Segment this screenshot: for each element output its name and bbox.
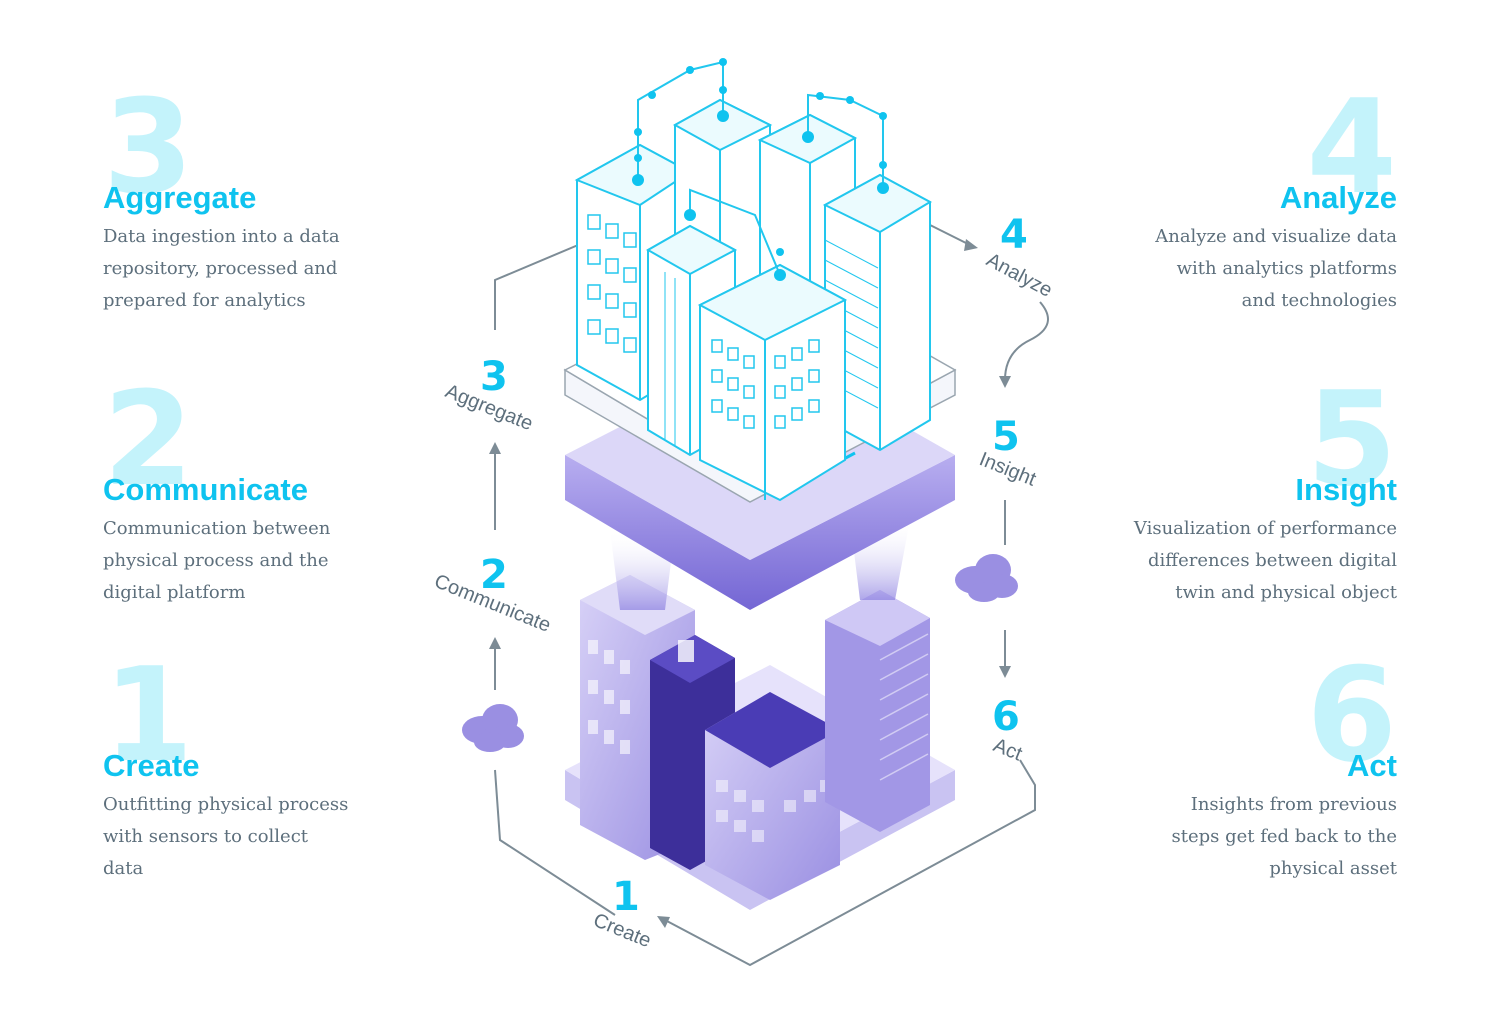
loop-segment [494, 239, 591, 330]
step-create: 1 Create Outfitting physical process wit… [103, 650, 403, 885]
desc-line: Visualization of performance [1133, 518, 1397, 539]
step-title: Insight [1295, 472, 1397, 507]
physical-building [705, 692, 840, 900]
step-aggregate: 3 Aggregate Data ingestion into a data r… [103, 82, 403, 317]
cycle-number-4: 4 [1000, 212, 1028, 258]
cycle-number-3: 3 [480, 354, 508, 400]
arrow-up-icon [489, 637, 501, 649]
desc-line: Insights from previous [1190, 794, 1397, 815]
loop-segment [494, 769, 616, 916]
step-description: Outfitting physical process with sensors… [103, 789, 403, 885]
arrow-left-icon [657, 916, 670, 928]
step-description: Analyze and visualize data with analytic… [1097, 221, 1397, 317]
desc-line: twin and physical object [1175, 582, 1397, 603]
step-act: 6 Act Insights from previous steps get f… [1097, 650, 1397, 885]
desc-line: Outfitting physical process [103, 794, 349, 815]
arrow-down-icon [999, 376, 1011, 388]
desc-line: Analyze and visualize data [1155, 226, 1397, 247]
desc-line: steps get fed back to the [1171, 826, 1397, 847]
physical-building [825, 590, 930, 832]
cloud-icon [462, 704, 524, 752]
desc-line: data [103, 858, 144, 879]
step-title: Aggregate [103, 180, 257, 215]
desc-line: Data ingestion into a data [103, 226, 340, 247]
desc-line: physical process and the [103, 550, 329, 571]
desc-line: Communication between [103, 518, 331, 539]
step-description: Visualization of performance differences… [1097, 513, 1397, 609]
step-analyze: 4 Analyze Analyze and visualize data wit… [1097, 82, 1397, 317]
arrow-right-icon [964, 239, 978, 251]
desc-line: repository, processed and [103, 258, 338, 279]
wireframe-building [645, 224, 738, 457]
step-title: Communicate [103, 472, 308, 507]
cloud-icon [955, 554, 1018, 602]
step-description: Data ingestion into a data repository, p… [103, 221, 403, 317]
step-number: 4 [1306, 71, 1397, 223]
loop-arrowheads [489, 239, 1011, 928]
desc-line: prepared for analytics [103, 290, 306, 311]
cycle-loop [494, 224, 1049, 967]
step-insight: 5 Insight Visualization of performance d… [1097, 374, 1397, 609]
step-title: Create [103, 748, 200, 783]
step-description: Insights from previous steps get fed bac… [1097, 789, 1397, 885]
step-communicate: 2 Communicate Communication between phys… [103, 374, 403, 609]
step-number: 3 [103, 71, 194, 223]
arrow-up-icon [489, 442, 501, 454]
desc-line: with analytics platforms [1176, 258, 1397, 279]
desc-line: physical asset [1269, 858, 1397, 879]
arrow-down-icon [999, 666, 1011, 678]
cycle-number-6: 6 [992, 694, 1020, 740]
cycle-number-5: 5 [992, 414, 1020, 460]
wireframe-buildings [574, 98, 933, 502]
cycle-number-2: 2 [480, 552, 508, 598]
step-number: 2 [103, 363, 194, 515]
wireframe-building [822, 173, 933, 452]
step-title: Analyze [1279, 180, 1397, 215]
wireframe-building [697, 263, 848, 502]
step-number: 5 [1306, 363, 1397, 515]
cycle-number-1: 1 [612, 874, 640, 920]
sensor-network [632, 58, 889, 281]
desc-line: digital platform [103, 582, 246, 603]
loop-segment [664, 759, 1036, 967]
step-description: Communication between physical process a… [103, 513, 403, 609]
desc-line: differences between digital [1148, 550, 1397, 571]
loop-segment [1004, 301, 1049, 381]
step-title: Act [1347, 748, 1397, 783]
step-number: 6 [1306, 639, 1397, 791]
step-number: 1 [103, 639, 194, 791]
desc-line: and technologies [1241, 290, 1397, 311]
digital-twin-illustration: 1 Create 2 Communicate 3 Aggregate 4 Ana… [431, 58, 1056, 967]
desc-line: with sensors to collect [103, 826, 309, 847]
loop-segment [929, 224, 971, 246]
